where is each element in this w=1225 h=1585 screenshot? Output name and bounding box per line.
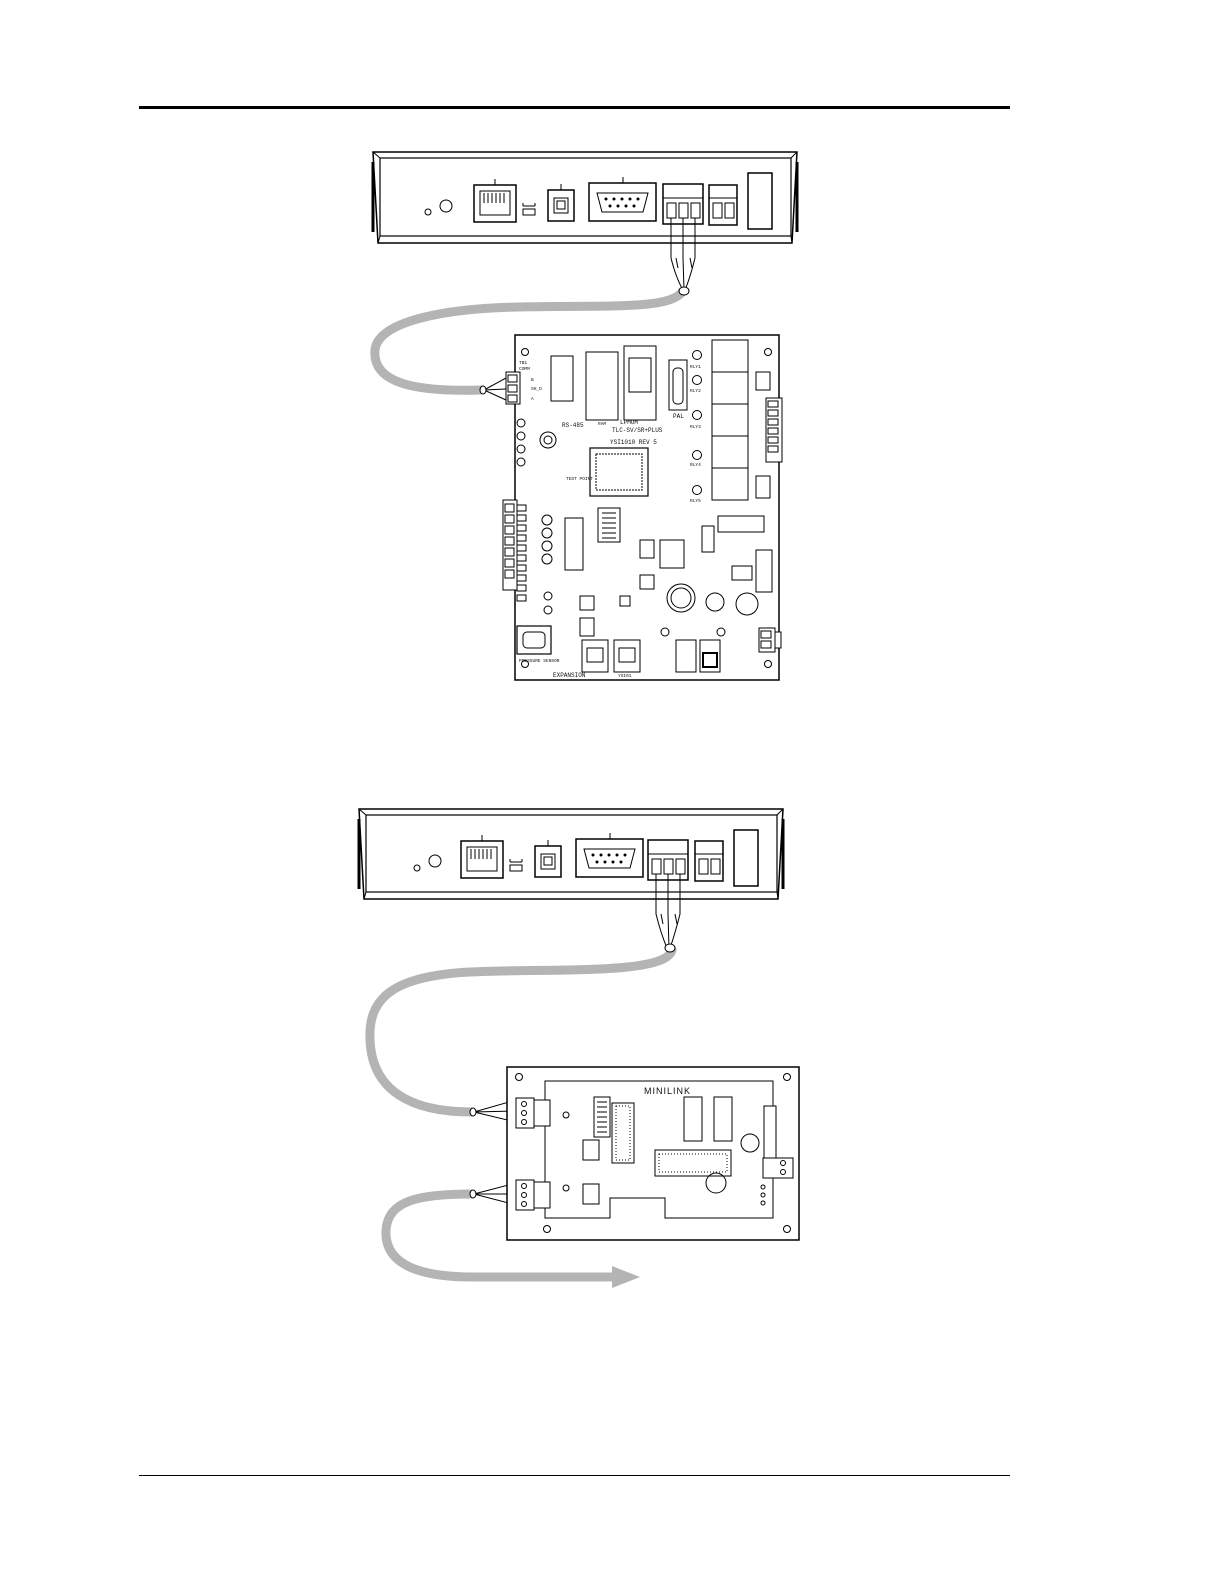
expansion-label: EXPANSION <box>553 672 586 679</box>
relay-label: RLY1 <box>690 364 701 370</box>
ram-label: RAM <box>598 421 606 427</box>
pressure-sensor-label: PRESSURE SENSOR <box>519 658 560 664</box>
cable-end-icon <box>665 944 675 952</box>
board-title-line1: LPMOM <box>620 419 638 426</box>
interface-unit-bottom <box>359 809 783 899</box>
bottom-figure: MINILINK <box>359 809 799 1288</box>
pal-label: PAL <box>673 413 684 420</box>
relay-label: RLY3 <box>690 424 701 430</box>
relay-label: RLY5 <box>690 498 701 504</box>
terminal-label: B <box>531 377 534 383</box>
cable-end-icon <box>679 287 689 295</box>
minilink-board: MINILINK <box>507 1067 799 1240</box>
board-title-line3: YSI1010 REV 5 <box>610 439 657 446</box>
minilink-title: MINILINK <box>644 1086 691 1096</box>
terminal-label: A <box>531 396 534 402</box>
interface-unit-top <box>373 152 797 243</box>
usb-port-icon <box>535 840 561 877</box>
ysi01-label: YSI01 <box>618 673 632 679</box>
arrow-right-icon <box>612 1266 640 1288</box>
terminal-block-2pin-icon <box>695 841 723 881</box>
terminal-label: COMM <box>519 366 530 372</box>
top-figure: TB1 COMM SH_D B A <box>373 152 797 680</box>
db9-serial-port-icon <box>576 833 643 877</box>
relay-label: RLY4 <box>690 462 701 468</box>
usb-port-icon <box>548 184 574 221</box>
power-jack-icon <box>748 173 772 229</box>
wires-board-top <box>484 378 506 400</box>
test-point-label: TEST POINT <box>566 476 593 482</box>
rj45-port-icon <box>474 179 516 222</box>
controller-board: TB1 COMM SH_D B A <box>503 335 782 680</box>
board-title-line2: TLC-SV/SR+PLUS <box>612 427 663 434</box>
rs485-label: RS-485 <box>562 422 584 429</box>
terminal-label: SH_D <box>531 386 542 392</box>
db9-serial-port-icon <box>589 177 656 221</box>
power-jack-icon <box>734 830 758 886</box>
rj45-port-icon <box>461 835 503 878</box>
terminal-label: TB1 <box>519 360 527 366</box>
relay-label: RLY2 <box>690 388 701 394</box>
terminal-block-2pin-icon <box>709 185 737 225</box>
